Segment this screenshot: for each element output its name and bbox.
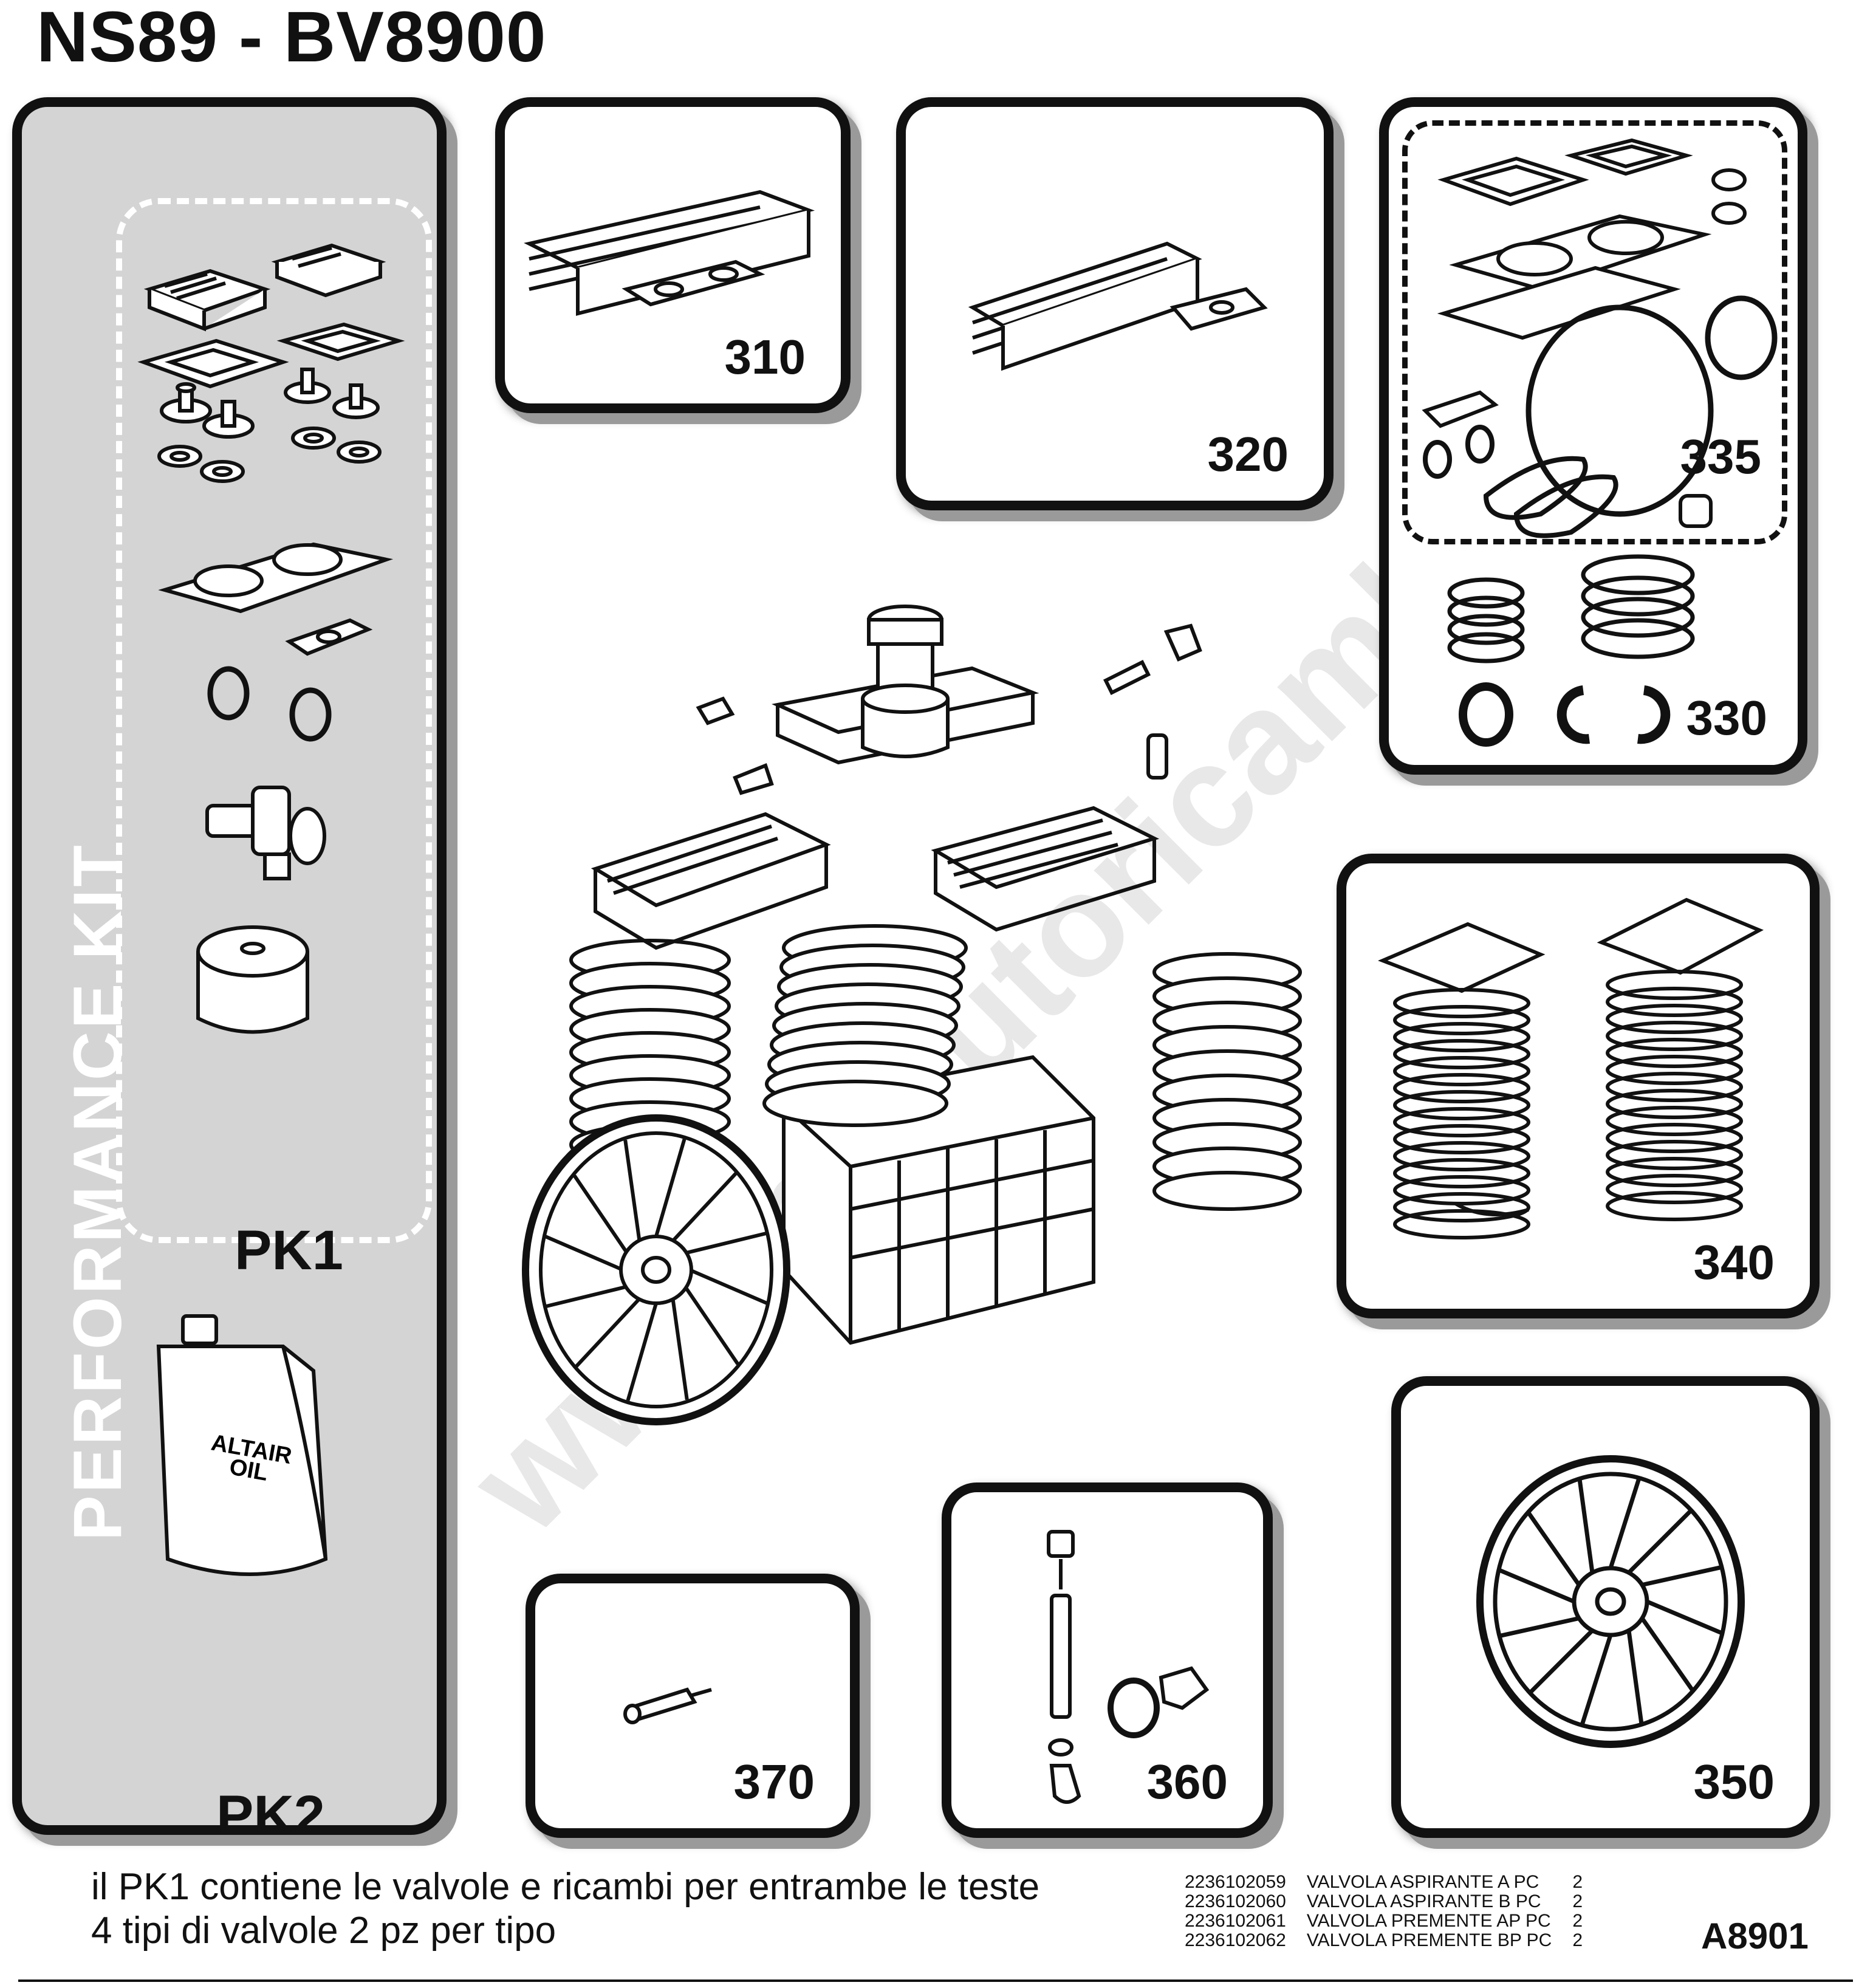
table-row: 2236102062 VALVOLA PREMENTE BP PC 2 xyxy=(1185,1931,1603,1950)
bottom-rule xyxy=(18,1979,1853,1982)
performance-kit-panel: PERFORMANCE KIT xyxy=(12,97,447,1846)
panel-360: 360 xyxy=(942,1482,1273,1838)
pin-icon xyxy=(623,1687,712,1724)
panel-370-number: 370 xyxy=(733,1755,815,1809)
note-line-2: 4 tipi di valvole 2 pz per tipo xyxy=(91,1910,556,1952)
oil-level-parts-icon xyxy=(1047,1530,1210,1804)
right-cylinder-head xyxy=(931,806,1160,889)
part-code: 2236102062 xyxy=(1185,1930,1286,1950)
part-quantity: 2 xyxy=(1572,1911,1583,1931)
part-description: VALVOLA PREMENTE AP PC xyxy=(1306,1911,1551,1931)
table-row: 2236102061 VALVOLA PREMENTE AP PC 2 xyxy=(1185,1911,1603,1931)
kit-parts-illustration: ALTAIR OIL xyxy=(137,243,405,1576)
valve-plate-icon xyxy=(271,243,386,298)
panel-310: 310 xyxy=(495,97,851,413)
panel-330-number: 330 xyxy=(1686,691,1767,745)
part-code: 2236102059 xyxy=(1185,1872,1286,1892)
right-cylinder xyxy=(762,924,1302,1211)
part-quantity: 2 xyxy=(1572,1930,1583,1950)
table-row: 2236102060 VALVOLA ASPIRANTE B PC 2 xyxy=(1185,1892,1603,1911)
air-filter xyxy=(861,605,950,758)
valve-plate-icon xyxy=(143,269,271,332)
panel-340: 340 xyxy=(1337,854,1820,1318)
pk2-label: PK2 xyxy=(216,1784,325,1846)
gasket-set-icon xyxy=(1422,138,1778,747)
part-description: VALVOLA PREMENTE BP PC xyxy=(1306,1930,1552,1950)
part-description: VALVOLA ASPIRANTE A PC xyxy=(1306,1872,1539,1892)
compressor-exploded-view xyxy=(522,605,1302,1425)
part-code: 2236102060 xyxy=(1185,1891,1286,1911)
pk1-label: PK1 xyxy=(235,1219,343,1281)
panel-310-number: 310 xyxy=(724,330,806,384)
flywheel xyxy=(522,1114,790,1425)
part-description: VALVOLA ASPIRANTE B PC xyxy=(1306,1891,1541,1911)
flange-gasket-icon xyxy=(285,618,373,656)
valve-disc-icon xyxy=(202,400,255,439)
note-line-1: il PK1 contiene le valvole e ricambi per… xyxy=(91,1866,1040,1908)
oil-can-icon xyxy=(156,1314,328,1576)
valve-disc-icon xyxy=(160,382,212,423)
air-filter-icon xyxy=(196,925,309,1034)
part-code: 2236102061 xyxy=(1185,1911,1286,1931)
panel-370: 370 xyxy=(526,1574,860,1838)
head-gasket-icon xyxy=(158,542,394,614)
panel-335-dashed-group xyxy=(1402,120,1787,544)
cylinder-icon xyxy=(1378,897,1764,1239)
panel-350-number: 350 xyxy=(1693,1755,1775,1809)
panel-360-number: 360 xyxy=(1146,1755,1228,1809)
cylinder-head-icon xyxy=(524,190,815,316)
pk1-note: il PK1 contiene le valvole e ricambi per… xyxy=(91,1865,1039,1953)
fitting-icon xyxy=(205,786,326,880)
part-quantity: 2 xyxy=(1572,1872,1583,1892)
valve-parts-table: 2236102059 VALVOLA ASPIRANTE A PC 2 223610… xyxy=(1185,1873,1603,1950)
panel-320: 320 xyxy=(896,97,1334,510)
page-title: NS89 - BV8900 xyxy=(36,0,547,77)
panel-335-number: 335 xyxy=(1680,430,1761,484)
part-quantity: 2 xyxy=(1572,1891,1583,1911)
drawing-code: A8901 xyxy=(1701,1916,1809,1956)
pulley-icon xyxy=(1476,1455,1745,1748)
pk1-dashed-group xyxy=(116,198,432,1243)
gasket-icon xyxy=(276,322,405,362)
gasket-icon xyxy=(137,338,289,389)
panel-320-number: 320 xyxy=(1207,427,1289,481)
valve-disc-icon xyxy=(284,368,331,404)
table-row: 2236102059 VALVOLA ASPIRANTE A PC 2 xyxy=(1185,1873,1603,1892)
valve-disc-icon xyxy=(332,383,380,419)
panel-335-330: 335 330 xyxy=(1379,97,1807,775)
panel-340-number: 340 xyxy=(1693,1235,1775,1289)
panel-350: 350 xyxy=(1391,1376,1820,1838)
cylinder-head-icon xyxy=(968,241,1268,371)
